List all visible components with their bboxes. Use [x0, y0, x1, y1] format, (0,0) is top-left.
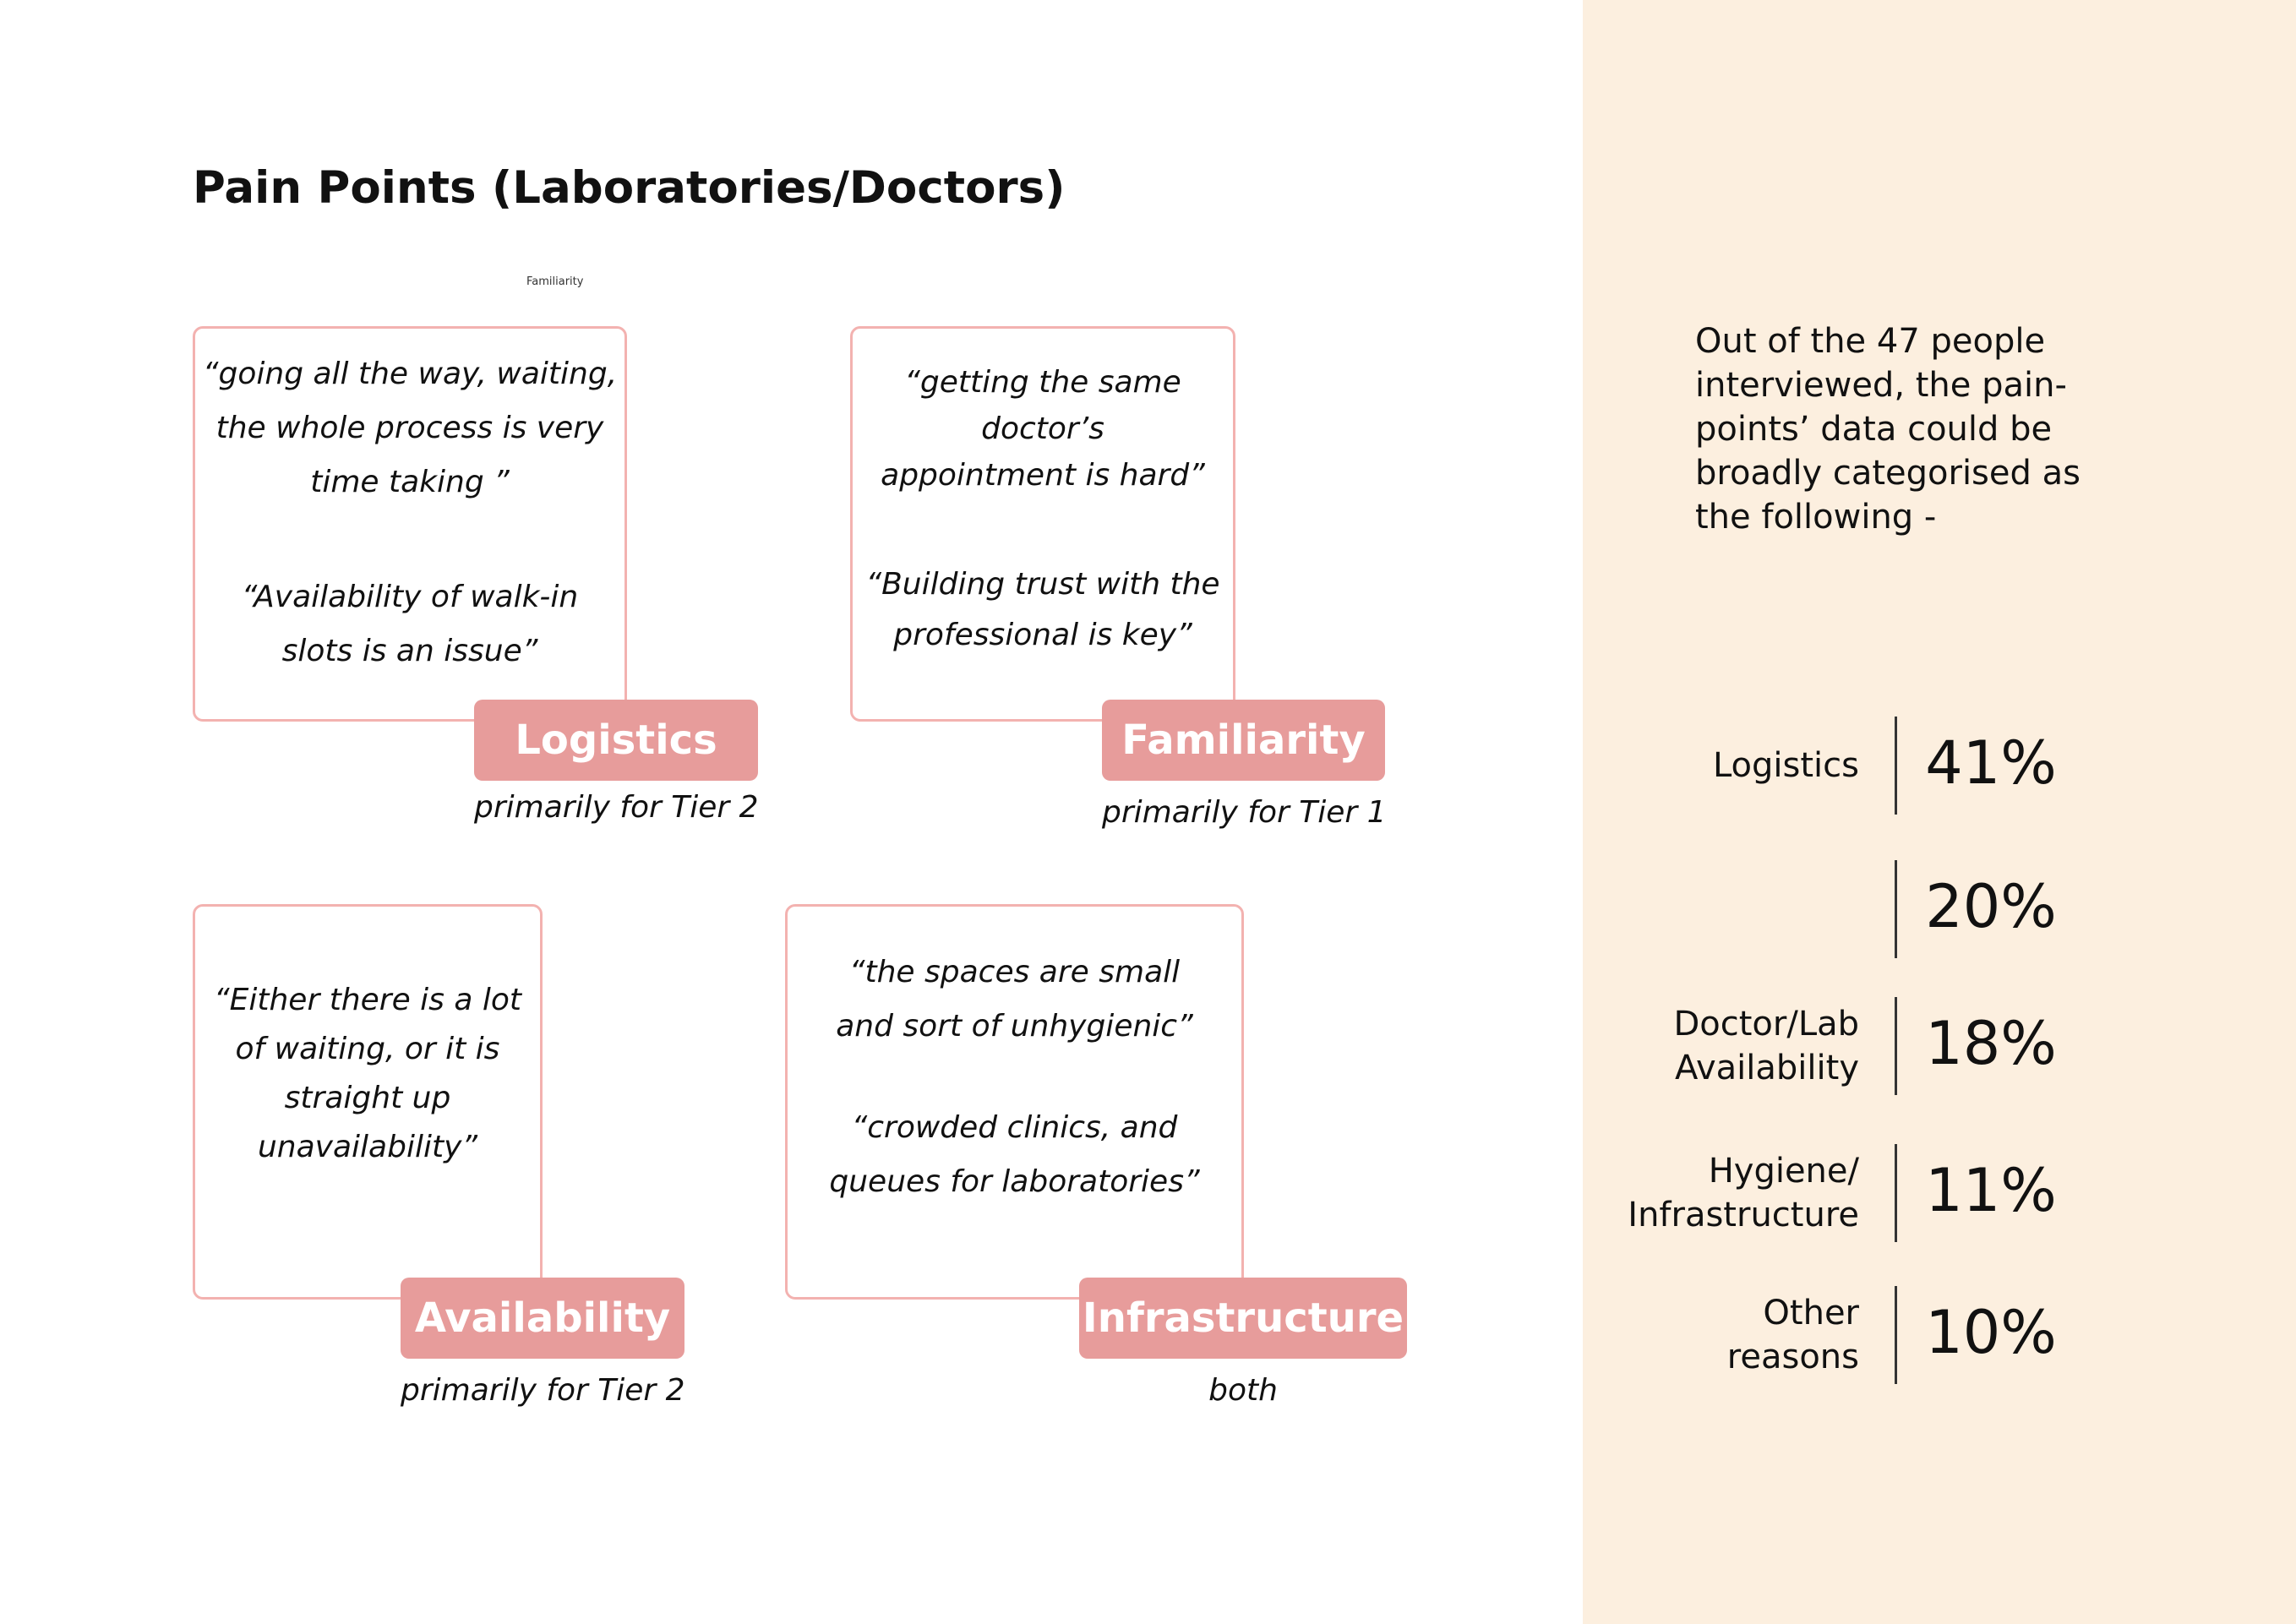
- tier-note: primarily for Tier 1: [1102, 795, 1387, 830]
- tier-note: primarily for Tier 2: [474, 790, 759, 825]
- stat-divider: [1895, 1144, 1897, 1242]
- stat-value: 20%: [1925, 872, 2057, 941]
- page-title: Pain Points (Laboratories/Doctors): [193, 162, 1066, 214]
- stat-label: Other reasons: [1726, 1294, 1859, 1376]
- quote-card-familiarity: “getting the same doctor’s appointment i…: [850, 326, 1235, 722]
- stat-label: Doctor/Lab Availability: [1673, 1005, 1859, 1087]
- stat-divider: [1895, 997, 1897, 1095]
- quote-card-logistics: “going all the way, waiting, the whole p…: [193, 326, 627, 722]
- quote-text: “going all the way, waiting, the whole p…: [202, 357, 618, 668]
- stat-value: 41%: [1925, 728, 2057, 798]
- stat-label: Hygiene/ Infrastructure: [1628, 1152, 1859, 1234]
- stat-label: Logistics: [1712, 746, 1859, 785]
- quote-text: “getting the same doctor’s appointment i…: [865, 365, 1220, 652]
- quote-text: “the spaces are small and sort of unhygi…: [829, 955, 1200, 1199]
- stat-value: 10%: [1925, 1298, 2057, 1367]
- quote-card-infrastructure: “the spaces are small and sort of unhygi…: [785, 904, 1244, 1300]
- quote-text: “Either there is a lot of waiting, or it…: [213, 983, 522, 1164]
- tag-availability: Availability: [401, 1278, 684, 1359]
- stat-divider: [1895, 717, 1897, 815]
- summary-intro: Out of the 47 people interviewed, the pa…: [1695, 322, 2081, 537]
- stat-divider: [1895, 860, 1897, 958]
- stat-value: 11%: [1925, 1156, 2057, 1225]
- tiny-label: Familiarity: [526, 275, 584, 288]
- stat-value: 18%: [1925, 1009, 2057, 1078]
- tag-infrastructure: Infrastructure: [1079, 1278, 1407, 1359]
- summary-panel: [1583, 0, 2296, 1624]
- quote-card-availability: “Either there is a lot of waiting, or it…: [193, 904, 543, 1300]
- tag-logistics: Logistics: [474, 700, 758, 781]
- stat-divider: [1895, 1286, 1897, 1384]
- tag-familiarity: Familiarity: [1102, 700, 1385, 781]
- tier-note: primarily for Tier 2: [401, 1373, 685, 1408]
- tier-note: both: [1208, 1373, 1278, 1408]
